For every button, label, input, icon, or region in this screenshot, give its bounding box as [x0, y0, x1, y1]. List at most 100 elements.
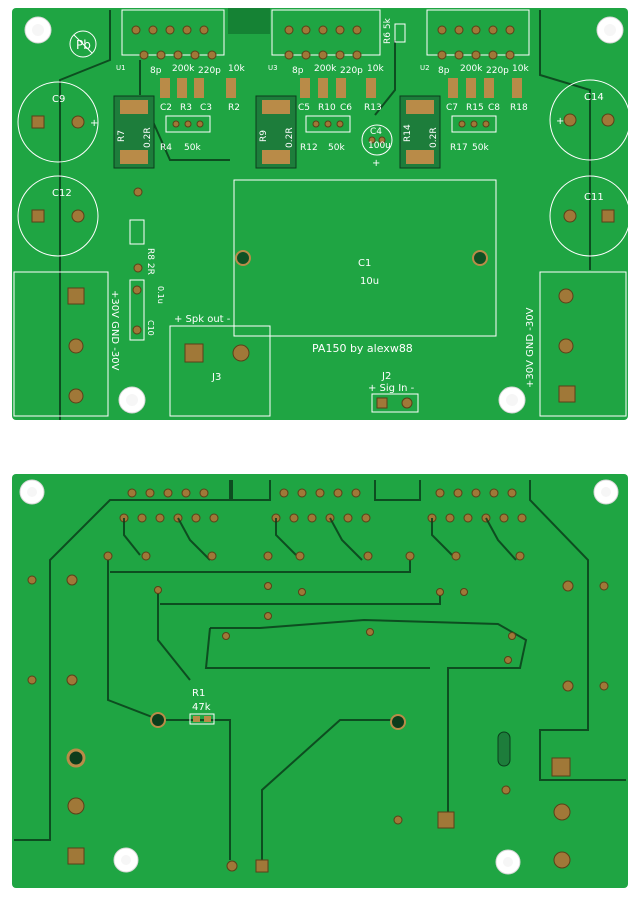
- resistor-r6: R6 5k: [383, 17, 406, 44]
- c9-plus: +: [90, 118, 98, 129]
- module-label-10k: 10k: [367, 64, 384, 74]
- module-label-10k: 10k: [512, 64, 529, 74]
- c1-value: 10u: [360, 276, 379, 287]
- capacitor-c9: C9 +: [17, 81, 99, 163]
- cap-c2: C2: [160, 103, 172, 113]
- mounting-hole: [596, 16, 624, 44]
- power-right-label: +30V GND -30V: [525, 307, 536, 388]
- capacitor-c4: C4 100u +: [361, 124, 393, 169]
- module-label-200k: 200k: [460, 64, 483, 74]
- pot-ref: R12: [300, 143, 318, 153]
- pot-ref: R17: [450, 143, 468, 153]
- c11-label: C11: [584, 192, 604, 203]
- mounting-hole: [495, 849, 521, 875]
- power-terminal-right: +30V GND -30V: [525, 271, 627, 417]
- power-left-label: +30V GND -30V: [109, 290, 120, 371]
- connector-pads-u1: [131, 25, 217, 60]
- top-band: [228, 8, 270, 34]
- module-label-200k: 200k: [172, 64, 195, 74]
- capacitor-c10: C10 0.1u: [129, 279, 165, 341]
- power-terminal-left: +30V GND -30V: [13, 271, 120, 417]
- connector-outline-u1: [121, 9, 225, 56]
- c12-label: C12: [52, 188, 72, 199]
- res-r10: R10: [318, 103, 336, 113]
- res-r15: R15: [466, 103, 484, 113]
- cap-c8: C8: [488, 103, 500, 113]
- mounting-hole: [24, 16, 52, 44]
- cap-c6: C6: [340, 103, 352, 113]
- capacitor-c14: C14 +: [549, 79, 631, 161]
- c14-plus: +: [556, 116, 564, 127]
- module-u1: U1 8p 200k 220p 10k C2 R3 C3 R2 R7 0.2R …: [113, 64, 245, 169]
- speaker-output: + Spk out - J3: [169, 314, 271, 417]
- power-resistor-value: 0.2R: [429, 127, 439, 148]
- module-label-220p: 220p: [340, 66, 363, 76]
- board-title: PA150 by alexw88: [312, 342, 413, 355]
- capacitor-c11: C11: [549, 175, 631, 257]
- bottom-board: R1 47k: [12, 474, 628, 888]
- r1-value: 47k: [192, 702, 211, 713]
- pot-value: 50k: [184, 143, 201, 153]
- power-resistor-ref: R9: [259, 130, 269, 142]
- sig-in-label: + Sig In -: [368, 383, 415, 394]
- module-u3: U3 8p 200k 220p 10k C5 R10 C6 R13 R9 0.2…: [255, 64, 384, 169]
- res-r3: R3: [180, 103, 192, 113]
- power-resistor-value: 0.2R: [143, 127, 153, 148]
- cap-c7: C7: [446, 103, 458, 113]
- capacitor-c12: C12: [17, 175, 99, 257]
- power-resistor-ref: R7: [117, 130, 127, 142]
- j3-label: J3: [211, 372, 221, 383]
- top-board: Pb: [12, 8, 631, 420]
- connector-pads-u3: [284, 25, 362, 60]
- res-r18: R18: [510, 103, 528, 113]
- module-u2: U2 8p 200k 220p 10k C7 R15 C8 R18 R14 0.…: [399, 64, 529, 169]
- res-r13: R13: [364, 103, 382, 113]
- lead-free-logo: Pb: [69, 30, 97, 58]
- top-board-substrate: [12, 8, 628, 420]
- resistor-r8: R8 2R: [129, 187, 155, 275]
- c10-value: 0.1u: [156, 286, 165, 304]
- power-resistor-value: 0.2R: [285, 127, 295, 148]
- svg-text:U2: U2: [420, 64, 430, 72]
- svg-text:U1: U1: [116, 64, 126, 72]
- bottom-pads: [27, 551, 609, 873]
- module-label-220p: 220p: [198, 66, 221, 76]
- c9-label: C9: [52, 94, 65, 105]
- c4-value: 100u: [368, 141, 391, 151]
- connector-pads-u2: [437, 25, 515, 60]
- mounting-hole: [118, 386, 146, 414]
- r1-label: R1: [192, 688, 205, 699]
- res-r2: R2: [228, 103, 240, 113]
- module-label-8p: 8p: [292, 66, 304, 76]
- module-label-8p: 8p: [150, 66, 162, 76]
- spk-out-label: + Spk out -: [174, 314, 231, 325]
- power-resistor-ref: R14: [403, 124, 413, 142]
- c14-label: C14: [584, 92, 604, 103]
- bottom-board-substrate: [12, 474, 628, 888]
- module-label-220p: 220p: [486, 66, 509, 76]
- signal-input: J2 + Sig In -: [368, 371, 419, 413]
- pot-ref: R4: [160, 143, 172, 153]
- mounting-hole: [593, 479, 619, 505]
- svg-text:Pb: Pb: [76, 38, 91, 52]
- c4-plus: +: [372, 158, 380, 169]
- cap-c5: C5: [298, 103, 310, 113]
- c1-label: C1: [358, 258, 371, 269]
- mounting-hole: [19, 479, 45, 505]
- pot-value: 50k: [328, 143, 345, 153]
- top-traces: [59, 10, 591, 420]
- j2-label: J2: [381, 371, 391, 382]
- resistor-r1: R1 47k: [189, 688, 215, 725]
- c4-label: C4: [370, 127, 382, 137]
- mounting-hole: [113, 847, 139, 873]
- svg-text:U3: U3: [268, 64, 278, 72]
- pot-value: 50k: [472, 143, 489, 153]
- r8-label: R8 2R: [145, 248, 155, 275]
- module-label-200k: 200k: [314, 64, 337, 74]
- module-label-8p: 8p: [438, 66, 450, 76]
- module-label-10k: 10k: [228, 64, 245, 74]
- c10-label: C10: [146, 320, 155, 336]
- cap-c3: C3: [200, 103, 212, 113]
- mounting-hole: [498, 386, 526, 414]
